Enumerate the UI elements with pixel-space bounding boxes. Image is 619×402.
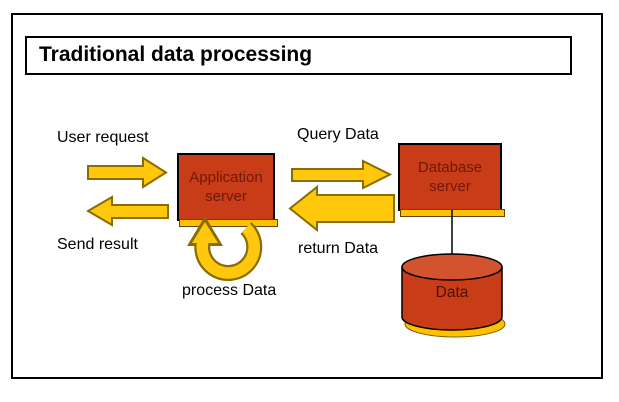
- database-server-node: Database server: [398, 143, 505, 217]
- page-title: Traditional data processing: [39, 43, 313, 66]
- label-user-request: User request: [57, 129, 149, 146]
- application-server-node: Application server: [177, 153, 278, 227]
- label-send-result: Send result: [57, 236, 138, 253]
- label-query-data: Query Data: [297, 126, 379, 143]
- title-box: Traditional data processing: [25, 36, 572, 75]
- label-return-data: return Data: [298, 240, 379, 257]
- data-store-label: Data: [435, 284, 469, 301]
- database-server-label: Database server: [417, 158, 483, 196]
- application-server-label: Application server: [189, 168, 263, 206]
- label-process-data: process Data: [182, 282, 277, 299]
